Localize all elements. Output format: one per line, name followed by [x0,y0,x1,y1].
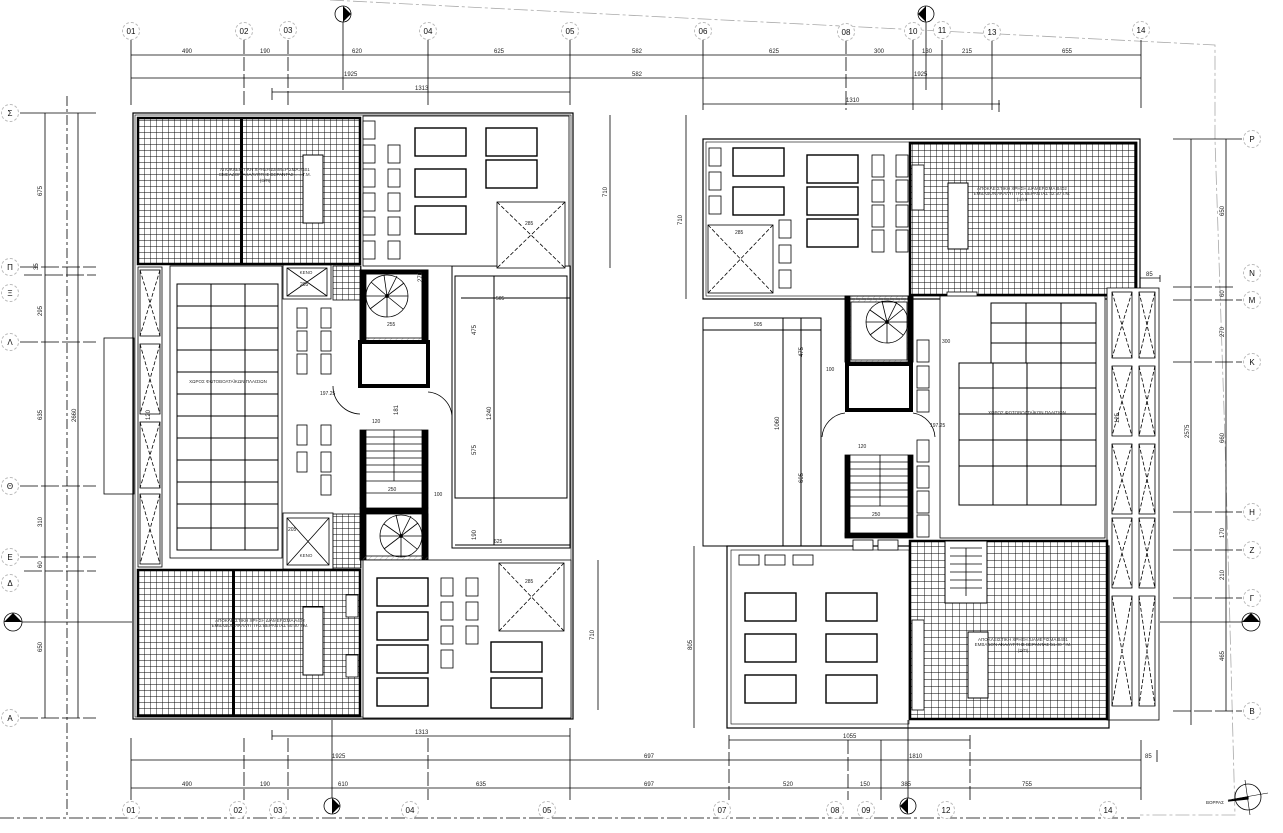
left-spiral-stair-top [359,269,429,343]
right-side-panels [1106,287,1160,721]
section-marker-t03-bottom [899,797,917,815]
left-pv-area [169,265,283,559]
right-beds-top [707,147,909,294]
right-stair-chairs [916,339,930,538]
right-shaft [702,317,822,547]
north-arrow-icon [1227,779,1269,816]
right-dimension-lines [1140,138,1242,725]
left-beds-bottom [345,559,572,719]
right-spiral-stair [844,295,914,363]
bottom-dimension-lines [130,720,1158,800]
top-dimension-lines [130,20,1142,112]
left-spiral-stair-bottom [359,513,429,561]
right-top-terrace [908,141,1138,297]
left-void-bottom [282,512,334,570]
right-beds-bottom [738,539,899,704]
right-pv-area [939,295,1106,539]
right-bottom-terrace [908,539,1109,721]
section-marker-t01-right [1241,612,1261,632]
left-beds-top [362,115,570,269]
left-side-panels [137,266,163,568]
section-markers [3,5,1261,815]
section-marker-t02-bottom [323,797,341,815]
section-marker-t02-top [334,5,352,23]
right-building [685,115,1160,729]
right-straight-stair [821,412,936,539]
section-marker-t03-top [917,5,935,23]
left-shaft [451,265,571,549]
section-marker-t01-left [3,612,23,632]
left-dimension-lines [20,112,132,719]
left-bottom-terrace [136,568,362,718]
left-building [103,112,611,720]
left-top-terrace [136,116,362,266]
left-chairs [296,307,332,496]
left-straight-stair [332,385,453,515]
left-void-top [282,264,332,300]
